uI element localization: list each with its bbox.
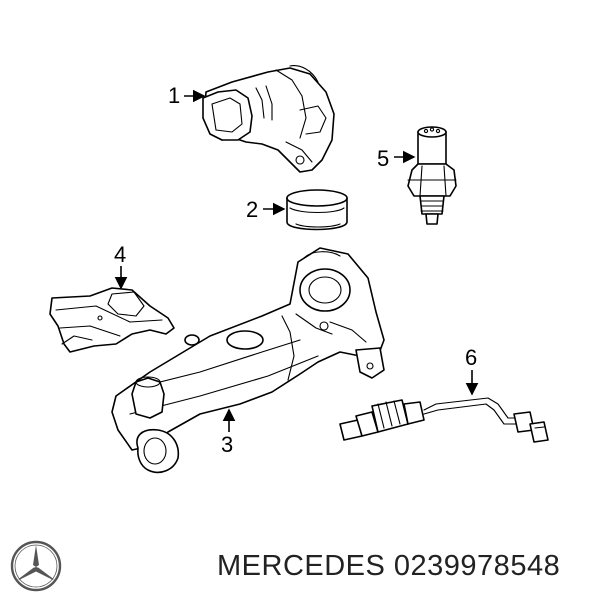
part-1-sensor-housing <box>202 65 335 173</box>
callout-3: 3 <box>221 432 233 457</box>
part-4-mounting-bracket <box>49 287 175 353</box>
part-6-oxygen-sensor <box>339 397 549 443</box>
callout-1: 1 <box>168 83 180 108</box>
callout-5: 5 <box>377 146 389 171</box>
part-number-caption: MERCEDES 0239978548 <box>217 550 561 582</box>
part-2-seal-ring <box>286 189 348 231</box>
callout-6: 6 <box>465 345 477 370</box>
part-3-intake-duct <box>111 247 385 474</box>
callout-2: 2 <box>246 197 258 222</box>
mercedes-star-icon <box>10 540 62 592</box>
part-5-pressure-sensor <box>407 126 457 225</box>
callout-4: 4 <box>114 242 126 267</box>
